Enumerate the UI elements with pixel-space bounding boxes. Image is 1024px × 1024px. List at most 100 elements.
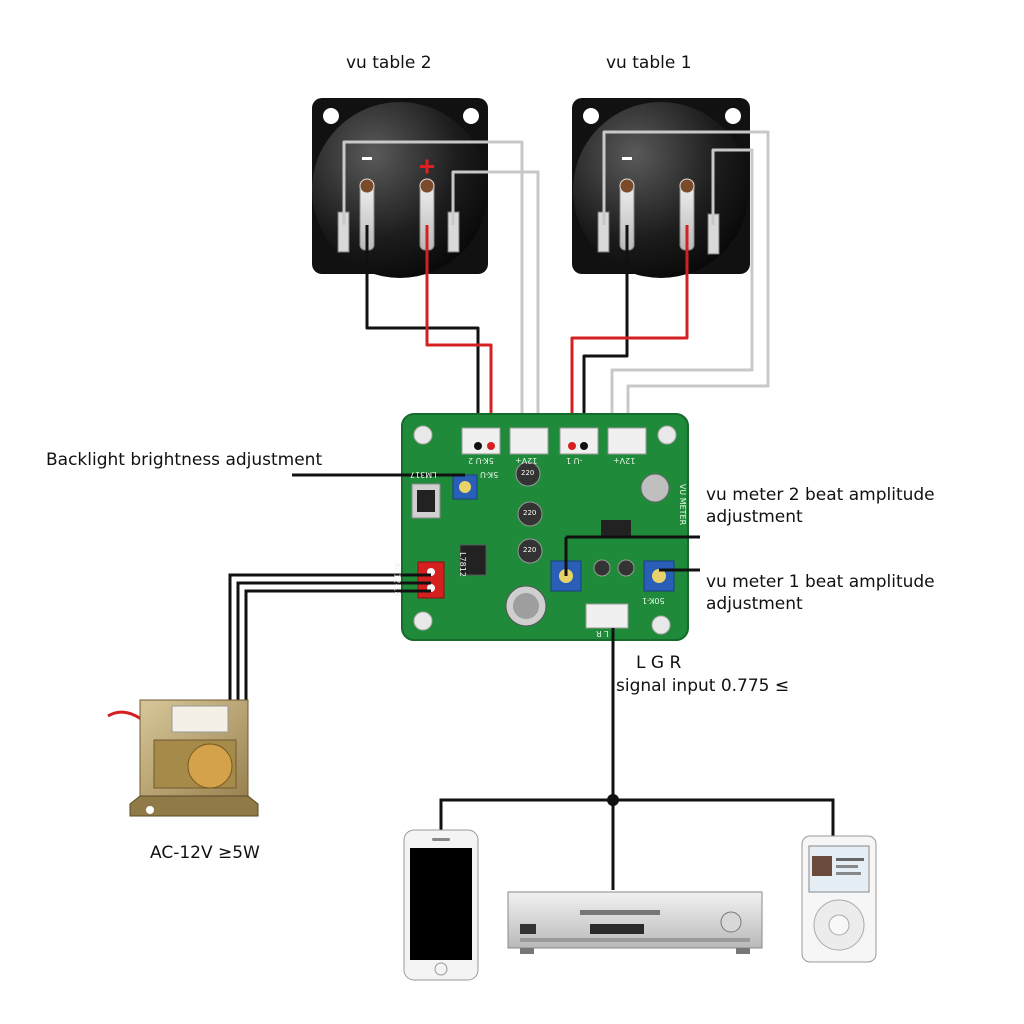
meter-1-positive-wire	[570, 225, 689, 446]
cd-foot	[736, 948, 750, 954]
pcb-mount-hole	[413, 425, 433, 445]
transformer	[107, 699, 259, 817]
ic-chip	[601, 520, 631, 538]
signal-junction	[607, 794, 619, 806]
label-ac-power: AC-12V ≥5W	[150, 843, 260, 863]
silk-connector-vu2: 5K-U 2	[468, 456, 494, 465]
pcb-mount-hole	[651, 615, 671, 635]
cd-player-device	[507, 891, 763, 954]
label-vu-table-2: vu table 2	[346, 53, 432, 73]
meter-wires	[342, 130, 770, 446]
vu-meter-2	[312, 98, 488, 278]
meter-2-body	[312, 102, 488, 278]
meter-2-mount-hole	[463, 108, 479, 124]
phone-screen	[410, 848, 472, 960]
meter-2-mount-hole	[323, 108, 339, 124]
meter-1-lamp-wire	[602, 130, 770, 430]
cd-tray	[580, 910, 660, 915]
silk-connector-vu1: -U 1	[566, 456, 583, 465]
power-wires	[228, 573, 431, 760]
meter-1-lamp-wire	[610, 148, 754, 430]
silk-ac-input: AC12-18	[392, 562, 402, 597]
silk-input-connector: L R	[596, 629, 609, 638]
meter-2-negative-wire	[365, 225, 480, 446]
phone-speaker	[432, 838, 450, 841]
cd-player-bottom	[520, 938, 750, 942]
silk-regulator: LM317	[410, 470, 437, 479]
transformer-label-plate	[171, 705, 229, 733]
label-vu1-adjust-line1: vu meter 1 beat amplitude	[706, 572, 935, 592]
label-vu-table-1: vu table 1	[606, 53, 692, 73]
transformer-hole	[146, 806, 154, 814]
capacitor-small	[593, 559, 611, 577]
capacitor	[517, 501, 543, 527]
meter-1-screw	[619, 178, 635, 194]
pot-vu1-knob	[652, 569, 666, 583]
silk-cap-220-c: 220	[523, 546, 537, 554]
label-vu2-adjust-line2: adjustment	[706, 507, 803, 527]
phone-home-button	[434, 962, 448, 976]
silk-cap-220-a: 220	[521, 469, 535, 477]
input-connector	[585, 603, 629, 629]
silk-vu-meter: VU METER	[678, 483, 688, 526]
capacitor-silver	[640, 473, 670, 503]
meter-1-screw	[679, 178, 695, 194]
meter-1-negative-wire	[582, 225, 629, 446]
driver-board	[401, 413, 689, 641]
silk-connector-12v-a: 12V+	[515, 456, 538, 465]
silk-pot-backlight: 5K-U	[480, 470, 499, 479]
pcb	[401, 413, 689, 641]
label-signal-input: signal input 0.775 ≤	[616, 676, 790, 696]
meter-2-screw	[419, 178, 435, 194]
connector-vu1	[559, 427, 599, 455]
ipod-album-art	[812, 856, 832, 876]
meter-1-mount-hole	[583, 108, 599, 124]
connector-lamp-1	[607, 427, 647, 455]
meter-2-positive-wire	[425, 225, 493, 446]
cd-power-button	[520, 924, 536, 934]
meter-1-body	[573, 102, 749, 278]
ipod-text-line	[836, 858, 864, 861]
silk-l7812: L7812	[457, 552, 467, 577]
meter-2-plus-sign-v	[425, 159, 429, 174]
phone-device	[403, 829, 479, 981]
capacitor-large-top	[513, 593, 539, 619]
ipod-text-line	[836, 865, 858, 868]
label-vu2-adjust-line1: vu meter 2 beat amplitude	[706, 485, 935, 505]
connector-lamp-2	[509, 427, 549, 455]
ipod-text-line	[836, 872, 861, 875]
cd-display	[590, 924, 644, 934]
cd-foot	[520, 948, 534, 954]
l7812-chip	[459, 544, 487, 576]
pcb-mount-hole	[657, 425, 677, 445]
meter-2-minus-sign	[362, 157, 372, 160]
ipod-device	[801, 835, 877, 963]
capacitor-small	[617, 559, 635, 577]
label-lgr: L G R	[636, 653, 682, 673]
cd-volume-knob	[720, 911, 742, 933]
label-backlight-adjustment: Backlight brightness adjustment	[46, 450, 323, 470]
label-vu1-adjust-line2: adjustment	[706, 594, 803, 614]
silk-cap-220-b: 220	[523, 509, 537, 517]
ac-connector	[417, 561, 445, 599]
connector-pins	[474, 442, 588, 450]
meter-1-mount-hole	[725, 108, 741, 124]
lm317-chip	[417, 490, 435, 512]
callout-lines	[292, 473, 700, 576]
meter-2-lamp-wire	[342, 140, 524, 430]
meter-2-lamp-wire	[451, 170, 540, 430]
vu-meter-1	[572, 98, 750, 278]
signal-wires	[439, 628, 835, 890]
pot-backlight-knob	[459, 481, 471, 493]
meter-2-screw	[359, 178, 375, 194]
ipod-center-button	[828, 914, 850, 936]
meter-1-minus-sign	[622, 157, 632, 160]
capacitor	[515, 461, 541, 487]
silk-pot-50k: 50K-1	[642, 596, 665, 605]
transformer-base	[129, 795, 259, 817]
connector-vu2	[461, 427, 501, 455]
transformer-coil	[187, 743, 233, 789]
pcb-mount-hole	[413, 611, 433, 631]
